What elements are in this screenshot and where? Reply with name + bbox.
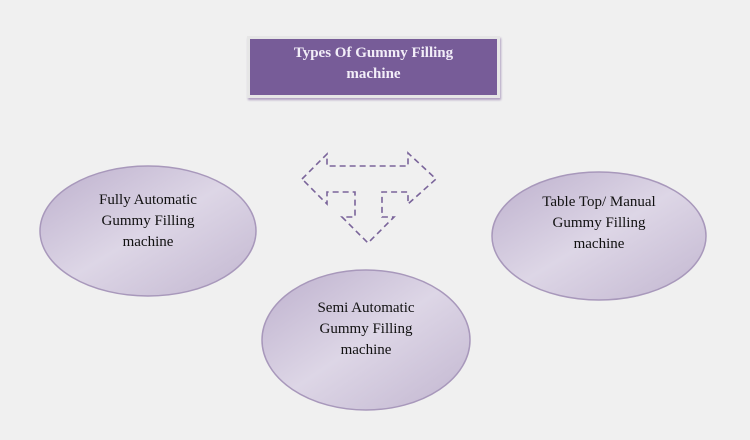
node-text: Gummy Filling bbox=[552, 215, 646, 231]
node-table-top-shape bbox=[491, 171, 707, 301]
node-semi-automatic: Semi Automatic Gummy Filling machine bbox=[266, 298, 466, 361]
three-way-arrow-icon bbox=[300, 151, 438, 245]
node-semi-automatic-shape bbox=[261, 269, 471, 411]
node-fully-automatic: Fully Automatic Gummy Filling machine bbox=[48, 190, 248, 253]
node-text: machine bbox=[340, 342, 392, 358]
diagram-title: Types Of Gummy Filling machine bbox=[247, 36, 500, 98]
node-text: Semi Automatic bbox=[317, 300, 415, 316]
node-text: machine bbox=[573, 236, 625, 252]
node-text: machine bbox=[122, 234, 174, 250]
title-line-1: Types Of Gummy Filling bbox=[293, 45, 454, 61]
node-text: Gummy Filling bbox=[319, 321, 413, 337]
node-text: Gummy Filling bbox=[101, 213, 195, 229]
node-table-top-manual: Table Top/ Manual Gummy Filling machine bbox=[499, 192, 699, 255]
node-fully-automatic-shape bbox=[39, 165, 257, 297]
node-text: Fully Automatic bbox=[99, 192, 197, 208]
title-line-2: machine bbox=[346, 66, 401, 82]
node-text: Table Top/ Manual bbox=[542, 194, 656, 210]
